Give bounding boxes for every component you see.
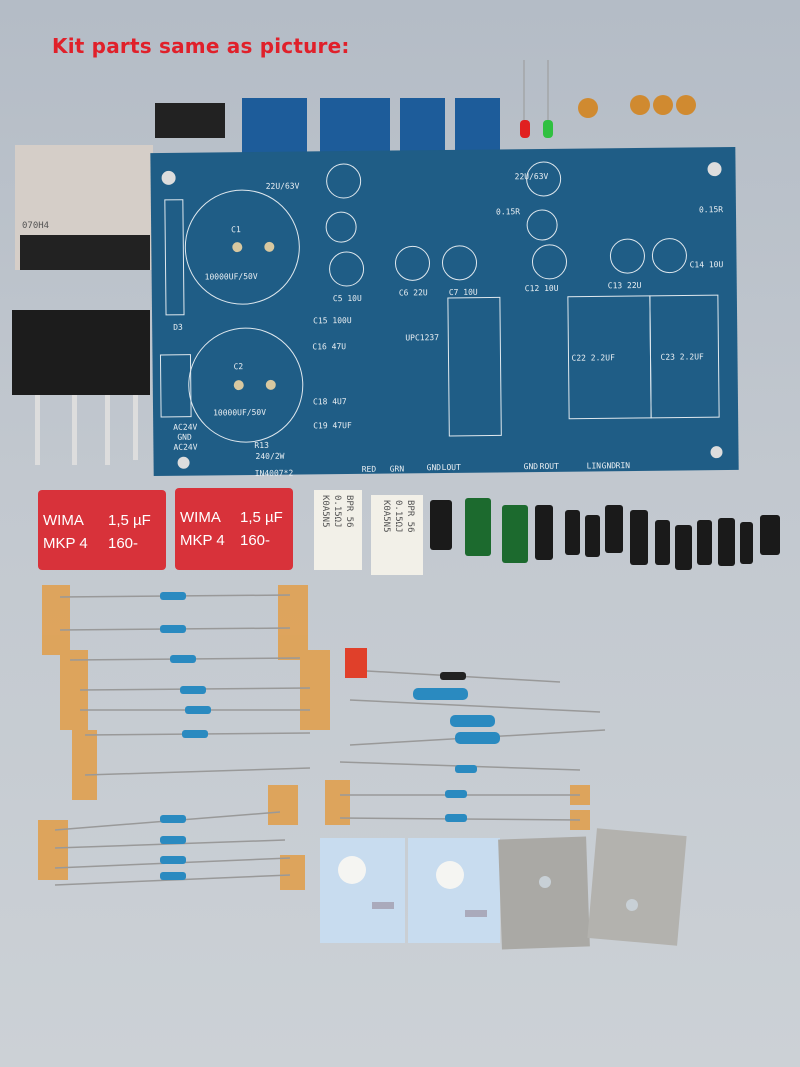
- silkscreen-label: K0A5N5: [381, 500, 391, 533]
- silkscreen-label: GRN: [390, 464, 405, 473]
- silkscreen-label: GND: [602, 461, 617, 470]
- silkscreen-label: C5 10U: [333, 294, 362, 303]
- resistor-strips: [38, 585, 606, 890]
- wima-capacitor-2: WIMA 1,5 µF MKP 4 160-: [175, 488, 293, 570]
- silkscreen-label: AC24V: [173, 423, 197, 432]
- silkscreen-label: 0.15R: [496, 207, 520, 216]
- silkscreen-label: 22U/63V: [266, 182, 300, 191]
- silkscreen-label: 0.15ΩJ: [332, 495, 342, 528]
- silkscreen-label: UPC1237: [405, 333, 439, 342]
- silkscreen-label: AC24V: [173, 443, 197, 452]
- silkscreen-label: WIMA: [43, 512, 84, 529]
- silkscreen-label: C2: [234, 362, 244, 371]
- silkscreen-label: 0.15R: [699, 205, 723, 214]
- silkscreen-label: 240/2W: [255, 452, 284, 461]
- ceramic-resistor-1: BPR 56 0.15ΩJ K0A5N5: [314, 490, 362, 570]
- silkscreen-label: MKP 4: [180, 532, 225, 549]
- silkscreen-label: C18 4U7: [313, 397, 347, 406]
- silkscreen-label: RED: [362, 465, 377, 474]
- silkscreen-label: 0.15ΩJ: [393, 500, 403, 533]
- leds: [520, 60, 553, 138]
- silkscreen-label: RIN: [616, 461, 631, 470]
- silkscreen-label: C16 47U: [312, 342, 346, 351]
- headline: Kit parts same as picture:: [52, 34, 350, 58]
- pcb-board: C1 10000UF/50V C2 10000UF/50V 22U/63V 22…: [150, 146, 739, 478]
- silkscreen-label: D3: [173, 323, 183, 332]
- terminal-blocks: [155, 98, 500, 153]
- silkscreen-label: R13: [254, 441, 269, 450]
- silkscreen-label: C22 2.2UF: [571, 353, 615, 362]
- silkscreen-label: WIMA: [180, 509, 221, 526]
- ceramic-resistor-2: BPR 56 0.15ΩJ K0A5N5: [371, 495, 423, 575]
- wima-capacitor-1: WIMA 1,5 µF MKP 4 160-: [38, 490, 166, 570]
- silkscreen-label: C19 47UF: [313, 421, 352, 430]
- silkscreen-label: C6 22U: [399, 288, 428, 297]
- silkscreen-label: LOUT: [442, 463, 462, 472]
- silkscreen-label: 160-: [240, 532, 270, 549]
- silkscreen-label: MKP 4: [43, 535, 88, 552]
- silkscreen-label: C12 10U: [525, 284, 559, 293]
- silkscreen-label: 10000UF/50V: [213, 408, 266, 418]
- relay: 070H4: [15, 145, 153, 270]
- silkscreen-label: BPR 56: [344, 495, 354, 528]
- silkscreen-label: C14 10U: [689, 260, 723, 269]
- silkscreen-label: LIN: [587, 461, 602, 470]
- ceramic-capacitors-top: [578, 95, 696, 118]
- silkscreen-label: 22U/63V: [515, 172, 549, 181]
- silkscreen-label: 160-: [108, 535, 138, 552]
- mounting-hardware: [320, 828, 687, 950]
- silkscreen-label: 10000UF/50V: [205, 272, 258, 282]
- silkscreen-label: C15 100U: [313, 316, 352, 325]
- silkscreen-label: GND: [524, 462, 539, 471]
- silkscreen-label: 1,5 µF: [108, 512, 151, 529]
- silkscreen-label: C23 2.2UF: [660, 352, 704, 361]
- silkscreen-label: BPR 56: [405, 500, 415, 533]
- silkscreen-label: IN4007*2: [255, 469, 294, 478]
- silkscreen-label: ROUT: [540, 462, 560, 471]
- silkscreen-label: K0A5N5: [320, 495, 330, 528]
- silkscreen-label: GND: [177, 433, 192, 442]
- electrolytic-capacitors: [430, 498, 780, 570]
- silkscreen-label: C7 10U: [449, 288, 478, 297]
- silkscreen-label: GND: [427, 463, 442, 472]
- silkscreen-label: C1: [231, 225, 241, 234]
- bridge-rectifier: [12, 310, 150, 465]
- silkscreen-label: C13 22U: [608, 281, 642, 290]
- silkscreen-label: 1,5 µF: [240, 509, 283, 526]
- silkscreen-label: 070H4: [22, 221, 49, 231]
